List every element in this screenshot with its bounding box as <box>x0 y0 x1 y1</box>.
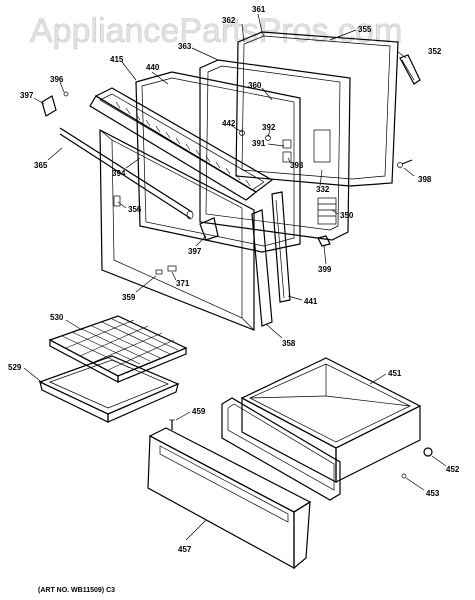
label-365: 365 <box>34 161 48 170</box>
label-391: 391 <box>252 139 266 148</box>
label-394: 394 <box>112 169 126 178</box>
label-441: 441 <box>304 297 318 306</box>
block-399 <box>317 235 331 247</box>
broiler-pan-grid <box>48 315 188 383</box>
label-393: 393 <box>290 161 304 170</box>
label-397: 397 <box>20 91 34 100</box>
label-440: 440 <box>146 63 160 72</box>
screw-453 <box>401 473 407 479</box>
art-number: (ART NO. WB11509) C3 <box>38 587 115 594</box>
watermark-text: AppliancePartsPros.com <box>30 12 402 50</box>
clip-397-part <box>41 95 57 117</box>
clip-371 <box>167 265 177 272</box>
label-352: 352 <box>428 47 442 56</box>
label-359: 359 <box>122 293 136 302</box>
label-332: 332 <box>316 185 330 194</box>
door-top-trim <box>89 87 274 201</box>
bracket-356 <box>113 195 121 207</box>
door-liner-panel <box>135 71 301 253</box>
outer-door-panel <box>235 31 399 187</box>
label-452: 452 <box>446 465 460 474</box>
label-361: 361 <box>252 5 266 14</box>
door-frame-part <box>99 129 255 331</box>
label-360: 360 <box>248 81 262 90</box>
inner-door-frame <box>199 59 351 241</box>
screw-396 <box>63 91 69 97</box>
label-358: 358 <box>282 339 296 348</box>
label-356: 356 <box>128 205 142 214</box>
broiler-pan-tray <box>38 355 180 423</box>
label-362: 362 <box>222 16 236 25</box>
screw-459 <box>169 419 175 430</box>
clip-371b <box>155 269 163 275</box>
label-415: 415 <box>110 55 124 64</box>
label-453: 453 <box>426 489 440 498</box>
drawer-body <box>240 357 422 483</box>
clip-397b-part <box>199 217 219 241</box>
side-bracket-part <box>271 191 291 303</box>
label-396: 396 <box>50 75 64 84</box>
drawer-front-panel <box>147 427 312 570</box>
roller-452 <box>423 447 433 457</box>
leader-lines <box>23 13 447 541</box>
screw-part <box>265 135 271 141</box>
rod-part <box>59 127 194 220</box>
drawer-inner-front <box>221 397 341 501</box>
label-371: 371 <box>176 279 190 288</box>
clip-part <box>282 139 292 149</box>
label-399: 399 <box>318 265 332 274</box>
label-397b: 397 <box>188 247 202 256</box>
label-355: 355 <box>358 25 372 34</box>
label-451: 451 <box>388 369 402 378</box>
screw-part <box>239 130 245 136</box>
label-530: 530 <box>50 313 64 322</box>
label-529: 529 <box>8 363 22 372</box>
label-350: 350 <box>340 211 354 220</box>
label-459: 459 <box>192 407 206 416</box>
clip-part <box>282 151 292 163</box>
label-442: 442 <box>222 119 236 128</box>
screw-398 <box>397 159 413 168</box>
side-strip-part <box>251 209 273 327</box>
label-398: 398 <box>418 175 432 184</box>
label-392: 392 <box>262 123 276 132</box>
part-labels: 361 362 355 352 363 415 440 396 397 360 … <box>8 5 460 554</box>
label-457: 457 <box>178 545 192 554</box>
label-363: 363 <box>178 42 192 51</box>
door-handle-part <box>399 54 421 85</box>
